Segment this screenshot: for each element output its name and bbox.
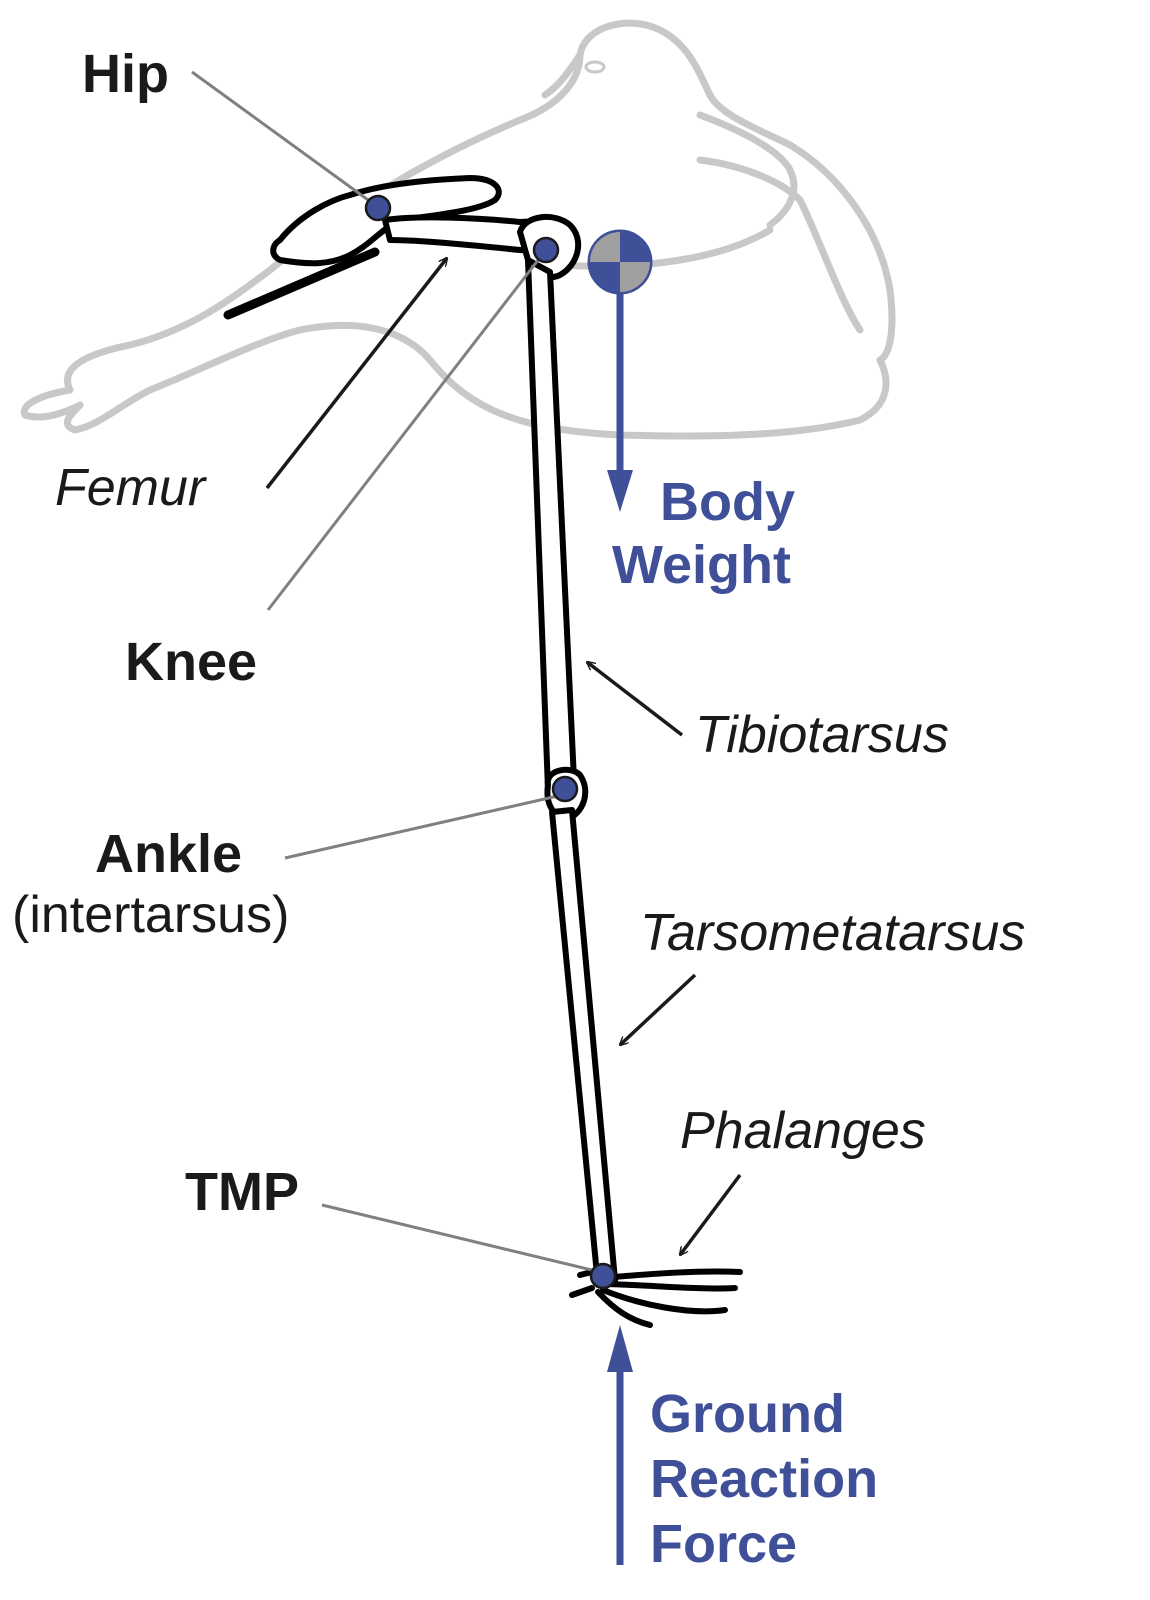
tarsometatarsus-label: Tarsometatarsus xyxy=(640,904,1025,962)
tibiotarsus-arrow xyxy=(587,662,682,735)
ground-reaction-label-line2: Reaction xyxy=(650,1449,878,1509)
tarsometatarsus-bone xyxy=(552,810,615,1285)
skeleton xyxy=(228,178,740,1325)
tarsometatarsus-arrow xyxy=(620,975,695,1045)
ankle-joint-icon xyxy=(553,777,577,801)
ground-reaction-label-line3: Force xyxy=(650,1514,797,1574)
tibiotarsus-bone xyxy=(528,260,574,800)
hip-label: Hip xyxy=(82,44,169,104)
center-of-mass-icon xyxy=(590,232,650,292)
phalanges-label: Phalanges xyxy=(680,1102,926,1160)
force-arrows xyxy=(607,290,633,1565)
tibiotarsus-label: Tibiotarsus xyxy=(695,706,949,764)
tmp-label: TMP xyxy=(185,1162,299,1222)
ankle-leader xyxy=(285,795,562,858)
ankle-sub-label: (intertarsus) xyxy=(12,886,289,944)
hip-joint-icon xyxy=(366,196,390,220)
body-weight-label-line1: Body xyxy=(660,472,795,532)
body-weight-label-line2: Weight xyxy=(612,535,791,595)
ground-reaction-label-line1: Ground xyxy=(650,1384,845,1444)
body-weight-arrow-head xyxy=(607,470,633,512)
phalanges-arrow xyxy=(680,1175,740,1255)
tmp-leader xyxy=(322,1205,600,1272)
femur-label: Femur xyxy=(55,459,208,517)
femur-arrow xyxy=(267,258,447,488)
tmp-joint-icon xyxy=(591,1264,615,1288)
ankle-label: Ankle xyxy=(95,824,242,884)
knee-joint-icon xyxy=(534,238,558,262)
labels: Hip Femur Knee Ankle (intertarsus) TMP T… xyxy=(12,44,1025,1574)
hip-leader xyxy=(192,72,375,205)
knee-label: Knee xyxy=(125,632,257,692)
joint-markers xyxy=(366,196,615,1288)
ground-reaction-arrow-head xyxy=(607,1325,633,1372)
